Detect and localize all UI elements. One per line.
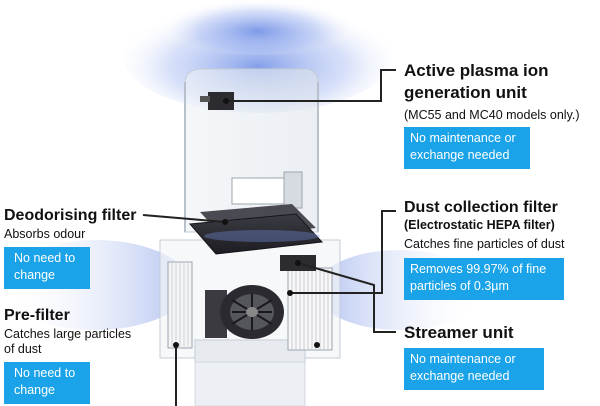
deodorising-filter-slab <box>188 204 324 255</box>
deodorising-badge-line2: change <box>14 268 56 282</box>
streamer-title: Streamer unit <box>404 323 514 342</box>
pre-filter-title: Pre-filter <box>4 307 70 324</box>
leader-plasma <box>226 69 396 102</box>
streamer-maintenance-badge: No maintenance or exchange needed <box>404 348 544 390</box>
streamer-badge-line1: No maintenance or <box>410 352 516 366</box>
leader-lines <box>142 69 396 406</box>
plasma-model-note: (MC55 and MC40 models only.) <box>404 108 580 122</box>
dust-badge-line1: Removes 99.97% of fine <box>410 262 547 276</box>
dust-badge-line2: particles of 0.3µm <box>410 279 509 293</box>
leader-deodorising <box>142 214 226 223</box>
hepa-filter-panel <box>287 267 333 351</box>
pre-filter-description-line1: Catches large particles <box>4 327 132 341</box>
internal-module <box>231 171 303 209</box>
plasma-badge-line2: exchange needed <box>410 148 510 162</box>
pre-filter-panel <box>167 261 193 349</box>
plasma-maintenance-badge: No maintenance or exchange needed <box>404 127 530 169</box>
leader-streamer <box>297 262 396 333</box>
streamer-badge-line2: exchange needed <box>410 369 510 383</box>
dust-filter-efficiency-badge: Removes 99.97% of fine particles of 0.3µ… <box>404 258 564 300</box>
dust-filter-description: Catches fine particles of dust <box>404 237 565 251</box>
leader-dust <box>290 210 396 294</box>
leader-dots <box>173 98 320 348</box>
plasma-title-line1: Active plasma ion <box>404 61 549 80</box>
pre-filter-change-badge: No need to change <box>4 362 90 404</box>
deodorising-filter-title: Deodorising filter <box>4 207 137 224</box>
dust-filter-subtitle: (Electrostatic HEPA filter) <box>404 218 555 232</box>
blower-fan <box>205 285 284 339</box>
plasma-ion-unit <box>200 92 234 110</box>
pre-filter-description-line2: of dust <box>4 342 42 356</box>
prefilter-badge-line2: change <box>14 383 56 397</box>
plasma-title-line2: generation unit <box>404 83 527 102</box>
prefilter-badge-line1: No need to <box>14 366 76 380</box>
plasma-badge-line1: No maintenance or <box>410 131 516 145</box>
deodorising-change-badge: No need to change <box>4 247 90 289</box>
deodorising-filter-description: Absorbs odour <box>4 227 86 241</box>
deodorising-badge-line1: No need to <box>14 251 76 265</box>
dust-filter-title: Dust collection filter <box>404 199 558 216</box>
